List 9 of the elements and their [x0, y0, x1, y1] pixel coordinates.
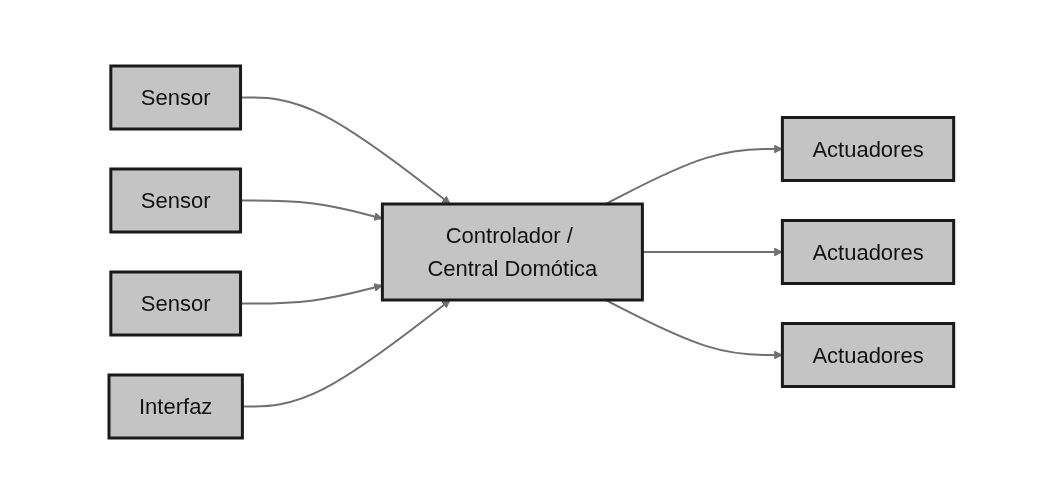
- node-box: Sensor: [109, 167, 242, 234]
- node-box: Actuadores: [780, 219, 955, 285]
- arrow: [604, 144, 783, 205]
- node-box: Controlador / Central Domótica: [380, 202, 644, 302]
- node-box: Sensor: [109, 64, 242, 131]
- node-box: Interfaz: [107, 373, 244, 440]
- node-box: Sensor: [109, 270, 242, 337]
- node-box: Actuadores: [780, 322, 955, 388]
- node-box: Actuadores: [780, 116, 955, 182]
